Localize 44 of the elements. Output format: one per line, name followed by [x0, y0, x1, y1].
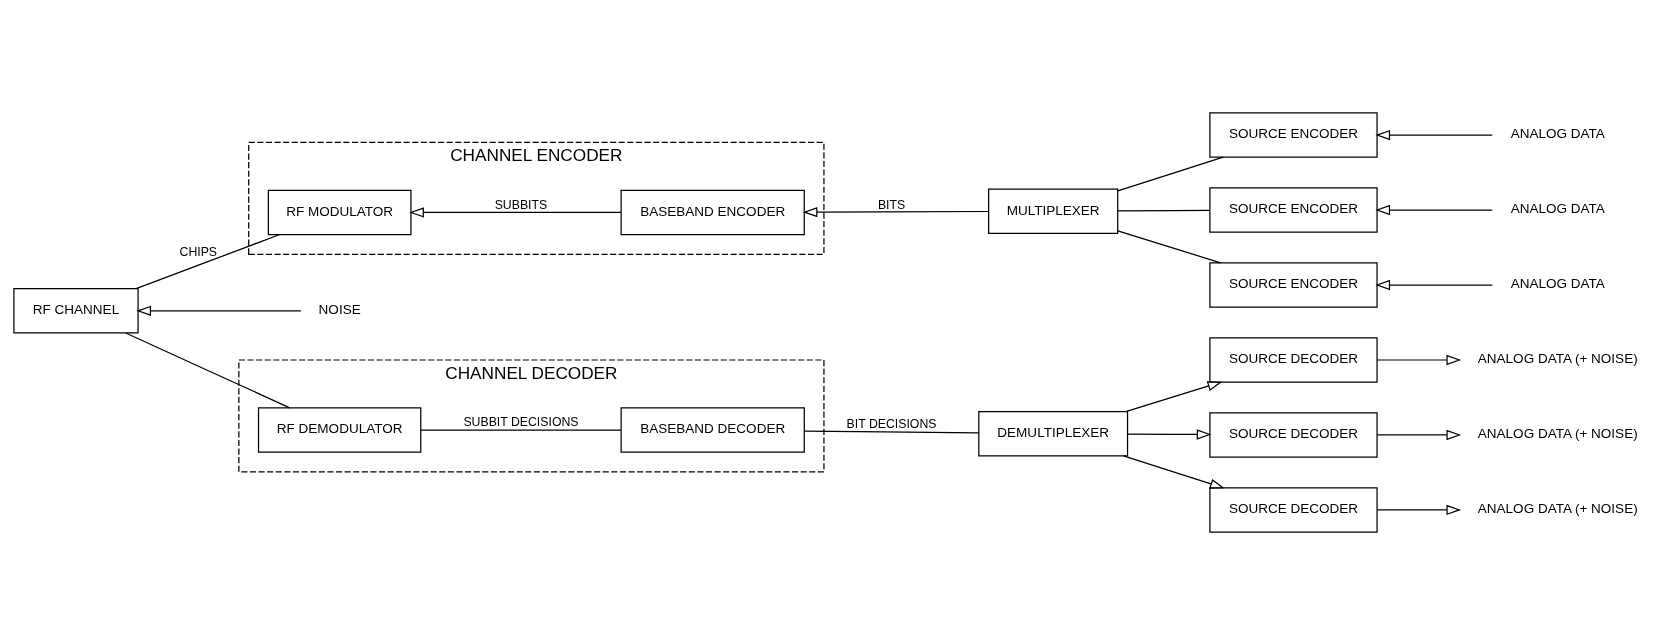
node-box: BASEBAND ENCODER	[620, 189, 805, 235]
arrow	[802, 206, 989, 217]
node-text: ANALOG DATA (+ NOISE)	[1477, 425, 1638, 441]
edge-label: BITS	[877, 197, 905, 212]
arrow	[135, 305, 301, 316]
node-text: NOISE	[318, 301, 361, 317]
connector	[135, 233, 280, 289]
node-box: SOURCE DECODER	[1208, 486, 1378, 533]
node-box: SOURCE ENCODER	[1208, 186, 1378, 233]
connector	[1116, 229, 1221, 263]
arrow	[1124, 380, 1222, 412]
connector	[803, 429, 979, 434]
node-text: ANALOG DATA	[1510, 125, 1605, 141]
arrow	[1126, 428, 1211, 440]
arrow	[1374, 129, 1493, 140]
node-box: RF MODULATOR	[267, 189, 412, 235]
connector	[1116, 156, 1224, 192]
node-box: SOURCE ENCODER	[1208, 111, 1378, 158]
node-box: MULTIPLEXER	[987, 188, 1118, 234]
edge-label: CHIPS	[179, 244, 217, 259]
node-box: DEMULTIPLEXER	[977, 410, 1128, 456]
node-box: RF CHANNEL	[12, 287, 139, 334]
edge-label: SUBBITS	[494, 197, 547, 212]
node-text: ANALOG DATA (+ NOISE)	[1477, 500, 1638, 516]
arrow	[1122, 454, 1225, 489]
node-box: BASEBAND DECODER	[620, 406, 805, 453]
connector	[124, 331, 290, 408]
connector	[1116, 209, 1210, 212]
node-box: SOURCE DECODER	[1208, 411, 1378, 458]
connector	[419, 428, 622, 431]
node-box: RF DEMODULATOR	[257, 406, 421, 453]
arrow	[1376, 429, 1461, 440]
arrow	[1376, 354, 1461, 365]
arrow	[1374, 204, 1493, 215]
arrow	[1374, 279, 1493, 290]
arrow	[408, 206, 621, 218]
edge-label: SUBBIT DECISIONS	[462, 414, 578, 429]
node-box: SOURCE DECODER	[1208, 336, 1378, 383]
node-text: ANALOG DATA	[1510, 200, 1605, 216]
node-box: SOURCE ENCODER	[1208, 261, 1378, 308]
edge-label: BIT DECISIONS	[846, 416, 936, 431]
node-text: ANALOG DATA (+ NOISE)	[1477, 350, 1638, 366]
node-text: ANALOG DATA	[1510, 275, 1605, 291]
arrow	[1376, 504, 1461, 515]
